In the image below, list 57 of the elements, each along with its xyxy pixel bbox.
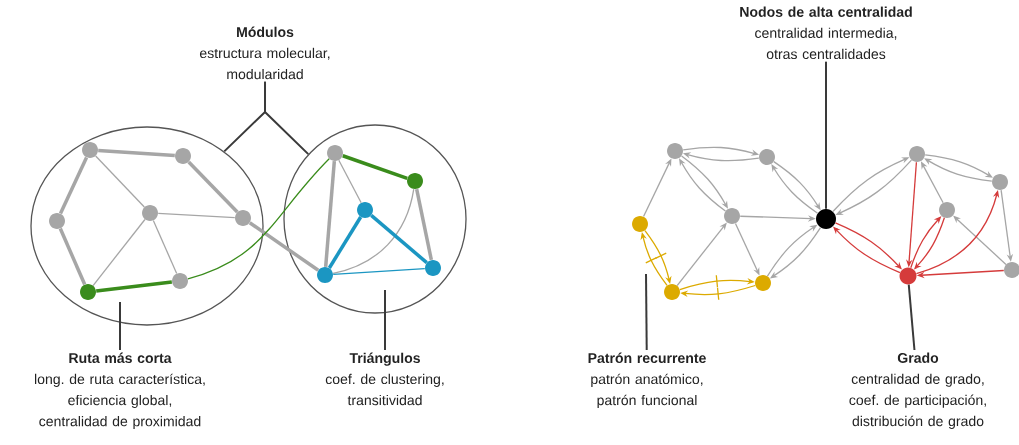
network-edge <box>157 212 236 219</box>
network-node <box>1004 262 1019 278</box>
network-node <box>175 148 191 164</box>
network-edge <box>95 155 145 208</box>
network-node <box>142 205 158 221</box>
network-edge <box>92 218 146 287</box>
network-edge <box>95 280 173 293</box>
network-node <box>357 202 373 218</box>
leader-line <box>119 301 121 351</box>
network-node <box>317 267 333 283</box>
network-edge <box>98 148 175 158</box>
network-node <box>816 209 836 229</box>
leader-line <box>825 60 827 210</box>
network-node <box>172 273 188 289</box>
network-node <box>235 210 251 226</box>
leader-line <box>645 273 648 351</box>
network-node <box>425 260 441 276</box>
network-edge <box>323 161 337 267</box>
network-node <box>724 208 740 224</box>
leader-line <box>907 283 916 351</box>
annotation-text: Triángulos coef. de clustering, transitividad <box>325 352 444 406</box>
leader-line <box>384 289 386 351</box>
network-edge <box>332 267 426 276</box>
network-edge <box>58 227 87 286</box>
network-node <box>632 216 648 232</box>
network-node <box>755 275 771 291</box>
network-node <box>759 149 775 165</box>
network-node <box>939 202 955 218</box>
annotation-text: Ruta más corta long. de ruta característica, eficiencia global, centralidad de proximidad <box>35 352 205 430</box>
network-node <box>82 142 98 158</box>
network-edge <box>248 221 320 272</box>
network-edge <box>332 188 415 275</box>
network-node <box>992 174 1008 190</box>
network-node <box>667 143 683 159</box>
network-edge <box>370 214 428 264</box>
network-edge <box>414 188 434 261</box>
network-edge <box>152 219 178 275</box>
network-node <box>80 284 96 300</box>
network-edge <box>58 156 89 215</box>
network-node <box>899 267 917 285</box>
annotation-text: Nodos de alta centralidad centralidad intermedia, otras centralidades <box>740 6 912 60</box>
network-node <box>664 284 680 300</box>
annotation-text: Módulos estructura molecular, modularidad <box>199 26 330 80</box>
module-outline <box>283 124 467 314</box>
network-edge <box>338 159 362 204</box>
network-node <box>327 145 343 161</box>
network-node <box>407 173 423 189</box>
network-edge <box>187 160 239 214</box>
network-node <box>909 146 925 162</box>
module-outline <box>30 126 264 326</box>
annotation-text: Grado centralidad de grado, coef. de participación, distribución de grado <box>849 352 986 429</box>
network-edge <box>187 158 330 280</box>
leader-line <box>264 80 310 156</box>
network-edge <box>327 216 363 269</box>
annotation-text: Patrón recurrente patrón anatómico, patrón funcional <box>588 352 706 408</box>
network-edge <box>342 154 408 180</box>
network-node <box>49 213 65 229</box>
